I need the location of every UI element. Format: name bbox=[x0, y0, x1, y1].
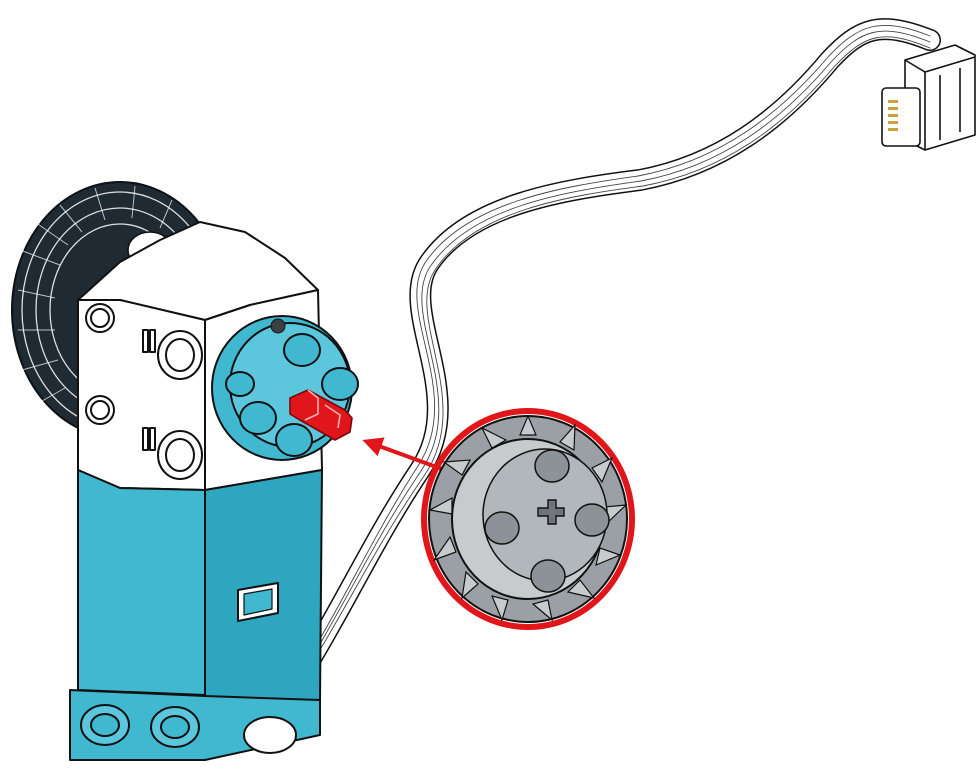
gray-gear bbox=[424, 411, 632, 627]
medium-motor bbox=[70, 222, 322, 760]
cable-connector-plug bbox=[882, 45, 975, 150]
motor-cable bbox=[262, 25, 930, 738]
